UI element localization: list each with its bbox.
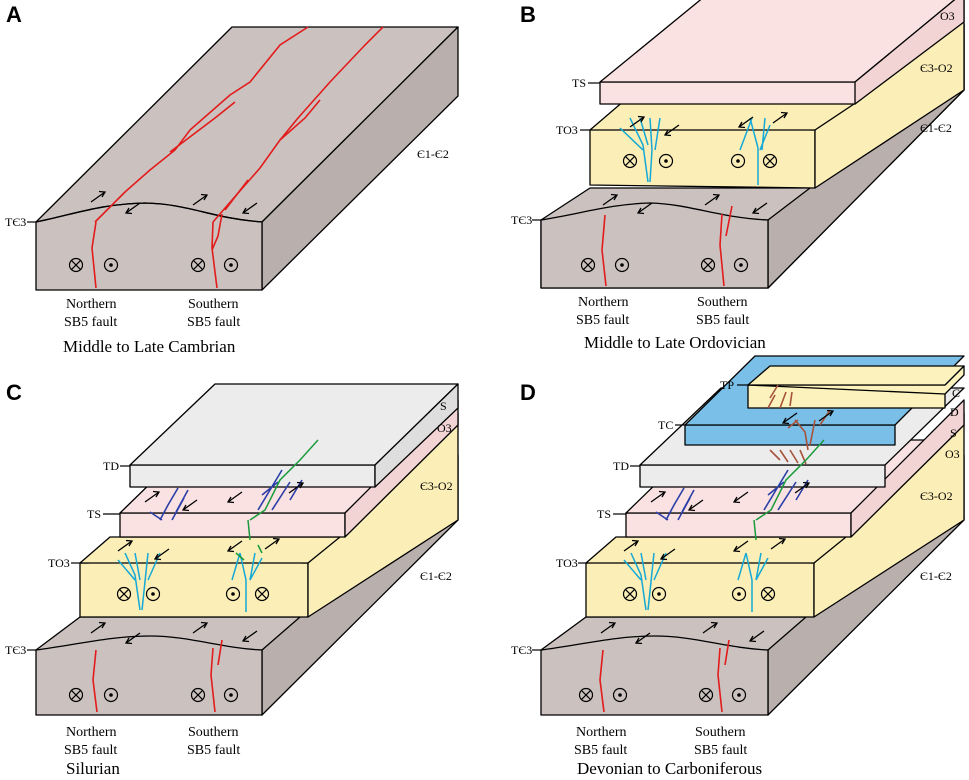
southern-fault-label-2: SB5 fault xyxy=(187,743,240,758)
northern-fault-section xyxy=(92,649,98,713)
layer-label-c1-c2: Є1-Є2 xyxy=(420,569,452,583)
surface-label-tc: TC xyxy=(658,418,673,432)
northern-silurian-fault xyxy=(655,487,695,521)
southern-silurian-fault-green xyxy=(247,439,319,541)
upper-layer-side xyxy=(854,0,965,105)
silurian-layer-front xyxy=(639,464,886,488)
southern-fault-label-2: SB5 fault xyxy=(696,313,749,328)
panel-caption: Devonian to Carboniferous xyxy=(577,759,762,778)
panel-caption: Middle to Late Ordovician xyxy=(584,333,766,352)
southern-silurian-fault-navy xyxy=(763,469,809,511)
surface-label-to3: TO3 xyxy=(556,556,578,570)
southern-silurian-fault-navy xyxy=(257,469,303,511)
surface-label-ts: TS xyxy=(572,76,586,90)
layer-label-s: S xyxy=(950,426,957,440)
layer-label-c: C xyxy=(952,386,960,400)
panel-letter-d: D xyxy=(520,380,536,405)
upper-layer-front xyxy=(119,512,346,538)
silurian-brown-fault xyxy=(769,449,807,465)
panel-c: C xyxy=(5,380,459,778)
northern-fault-label-2: SB5 fault xyxy=(64,315,117,330)
southern-fault-label: Southern xyxy=(695,725,746,740)
northern-fault-splay xyxy=(169,101,236,153)
carboniferous-layer-top xyxy=(747,365,965,386)
southern-silurian-fault-green xyxy=(753,439,825,541)
panel-a: A TЄ3 Є1-Є2 Northern SB5 fault Southern … xyxy=(5,2,459,356)
northern-fault-trace xyxy=(94,26,309,223)
surface-label-ts: TS xyxy=(597,507,611,521)
northern-fault-label-2: SB5 fault xyxy=(574,743,627,758)
devonian-layer-front xyxy=(684,424,896,446)
northern-silurian-fault xyxy=(149,487,189,521)
northern-fault-section xyxy=(601,214,607,287)
panel-b: B TS xyxy=(511,0,965,352)
cambrian-front-face xyxy=(540,635,769,716)
northern-fault-label-2: SB5 fault xyxy=(64,743,117,758)
northern-fault-label: Northern xyxy=(66,297,117,312)
upper-layer-side xyxy=(850,399,965,538)
layer-label-d: D xyxy=(950,405,959,419)
surface-label-to3: TO3 xyxy=(556,123,578,137)
northern-ordovician-fault xyxy=(619,117,661,183)
panel-letter-b: B xyxy=(520,2,536,27)
surface-label-tp: TP xyxy=(720,378,734,392)
surface-label-tc3: TЄ3 xyxy=(5,643,26,657)
surface-label-td: TD xyxy=(613,459,629,473)
southern-ordovician-fault xyxy=(737,552,769,612)
surface-label-tc3: TЄ3 xyxy=(511,643,532,657)
southern-fault-label: Southern xyxy=(188,725,239,740)
layer-label-s: S xyxy=(440,399,447,413)
surface-label-tc3: TЄ3 xyxy=(511,213,532,227)
southern-fault-label-2: SB5 fault xyxy=(187,315,240,330)
layer-label-c1-c2: Є1-Є2 xyxy=(920,121,952,135)
upper-layer-top xyxy=(599,0,956,83)
panel-letter-a: A xyxy=(6,2,22,27)
surface-label-to3: TO3 xyxy=(48,556,70,570)
silurian-layer-front xyxy=(129,464,376,488)
layer-label-o3: O3 xyxy=(437,421,452,435)
layer-label-c1-c2: Є1-Є2 xyxy=(920,569,952,583)
northern-fault-label: Northern xyxy=(66,725,117,740)
surface-label-td: TD xyxy=(103,459,119,473)
northern-ordovician-fault xyxy=(623,552,667,611)
surface-label-tc3: TЄ3 xyxy=(5,215,26,229)
southern-ordovician-fault xyxy=(739,117,771,185)
northern-fault-section xyxy=(599,649,605,713)
layer-label-c3-o2: Є3-O2 xyxy=(920,61,953,75)
southern-fault-section xyxy=(211,213,223,289)
northern-fault-label-2: SB5 fault xyxy=(576,313,629,328)
southern-fault-section xyxy=(717,639,730,713)
green-fault-splay xyxy=(235,544,263,561)
cambrian-front-face xyxy=(540,202,769,289)
panel-letter-c: C xyxy=(6,380,22,405)
southern-fault-splay-2 xyxy=(224,179,249,211)
southern-fault-splay xyxy=(279,99,321,141)
layer-label-o3: O3 xyxy=(940,9,955,23)
southern-fault-label-2: SB5 fault xyxy=(694,743,747,758)
southern-fault-label: Southern xyxy=(697,295,748,310)
northern-ordovician-fault xyxy=(117,552,161,611)
surface-label-ts: TS xyxy=(87,507,101,521)
northern-devonian-fault xyxy=(767,384,793,409)
layer-label-c3-o2: Є3-O2 xyxy=(420,479,453,493)
panel-caption: Silurian xyxy=(66,759,120,778)
northern-fault-label: Northern xyxy=(578,295,629,310)
southern-devonian-fault xyxy=(787,409,831,451)
panel-caption: Middle to Late Cambrian xyxy=(63,337,236,356)
cambrian-front-face xyxy=(35,635,263,716)
layer-label-c3-o2: Є3-O2 xyxy=(920,489,953,503)
southern-fault-section xyxy=(719,205,733,287)
panel-d: D xyxy=(511,355,965,778)
silurian-layer-side xyxy=(374,383,459,488)
southern-ordovician-fault xyxy=(231,552,263,612)
layer-label: Є1-Є2 xyxy=(417,147,449,161)
northern-fault-section xyxy=(91,221,97,289)
layer-label-o3: O3 xyxy=(945,447,960,461)
northern-fault-label: Northern xyxy=(576,725,627,740)
upper-layer-front xyxy=(625,512,852,538)
southern-fault-label: Southern xyxy=(188,297,239,312)
southern-fault-section xyxy=(210,639,223,713)
